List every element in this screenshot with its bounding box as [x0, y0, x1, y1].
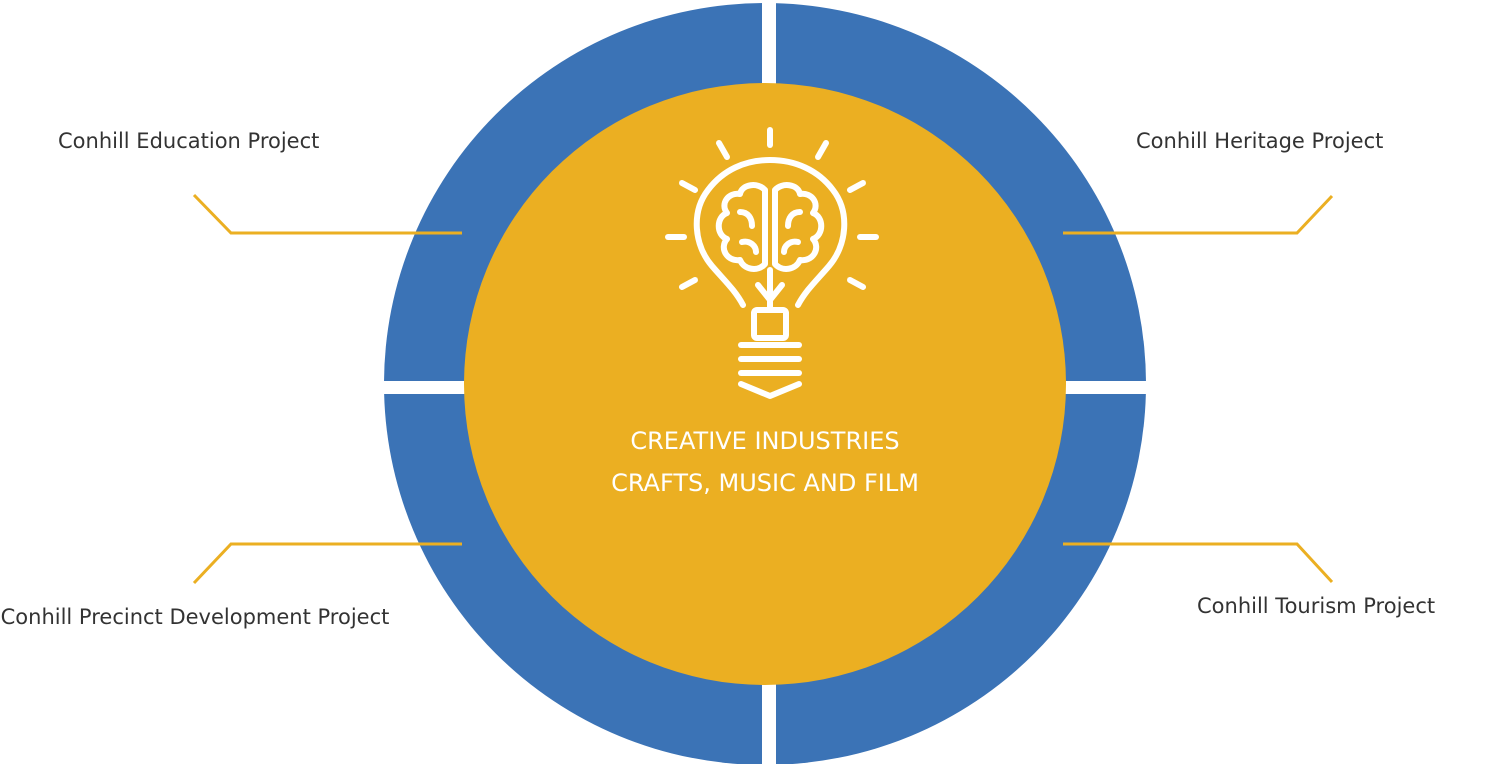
core-text: CREATIVE INDUSTRIES CRAFTS, MUSIC AND FI…: [540, 420, 990, 504]
lightbulb-brain-icon: [665, 127, 879, 399]
label-heritage-project: Conhill Heritage Project: [1136, 129, 1384, 153]
connector-heritage: [1063, 194, 1334, 235]
label-tourism-project: Conhill Tourism Project: [1197, 594, 1436, 618]
label-precinct-development-project: Conhill Precinct Development Project: [0, 605, 390, 629]
connector-tourism: [1063, 542, 1334, 584]
connector-precinct: [192, 542, 462, 585]
core-title-line2: CRAFTS, MUSIC AND FILM: [611, 469, 919, 497]
label-education-project: Conhill Education Project: [58, 129, 320, 153]
core-title-line1: CREATIVE INDUSTRIES: [630, 427, 900, 455]
core-circle: [464, 83, 1066, 685]
connector-education: [192, 193, 462, 235]
